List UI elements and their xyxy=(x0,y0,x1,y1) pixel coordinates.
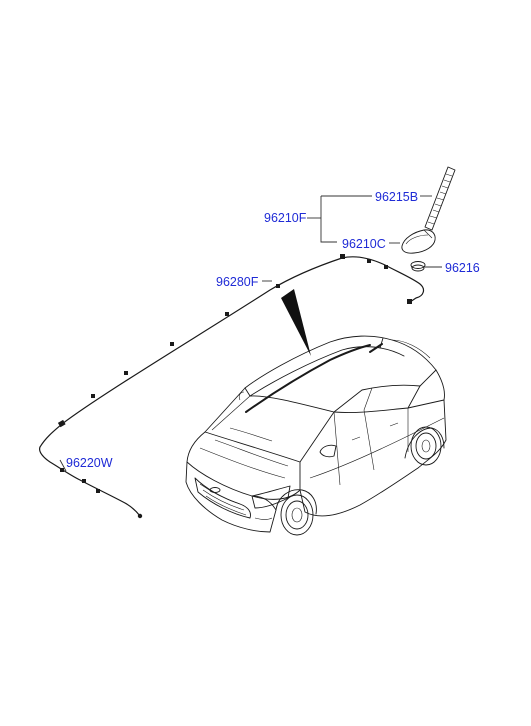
label-96280F[interactable]: 96280F xyxy=(216,275,259,289)
antenna-rod xyxy=(424,166,456,231)
label-96216[interactable]: 96216 xyxy=(445,261,480,275)
label-96210C[interactable]: 96210C xyxy=(342,237,386,251)
pointer-wedge xyxy=(281,289,311,356)
extension-cable xyxy=(39,446,143,519)
antenna-base xyxy=(401,229,436,254)
antenna-feeder-cable xyxy=(39,254,425,448)
label-96210F[interactable]: 96210F xyxy=(264,211,307,225)
label-96215B[interactable]: 96215B xyxy=(375,190,418,204)
car-illustration xyxy=(185,335,447,536)
grommet xyxy=(410,261,426,272)
leader-lines xyxy=(59,195,442,472)
label-96220W[interactable]: 96220W xyxy=(66,456,113,470)
